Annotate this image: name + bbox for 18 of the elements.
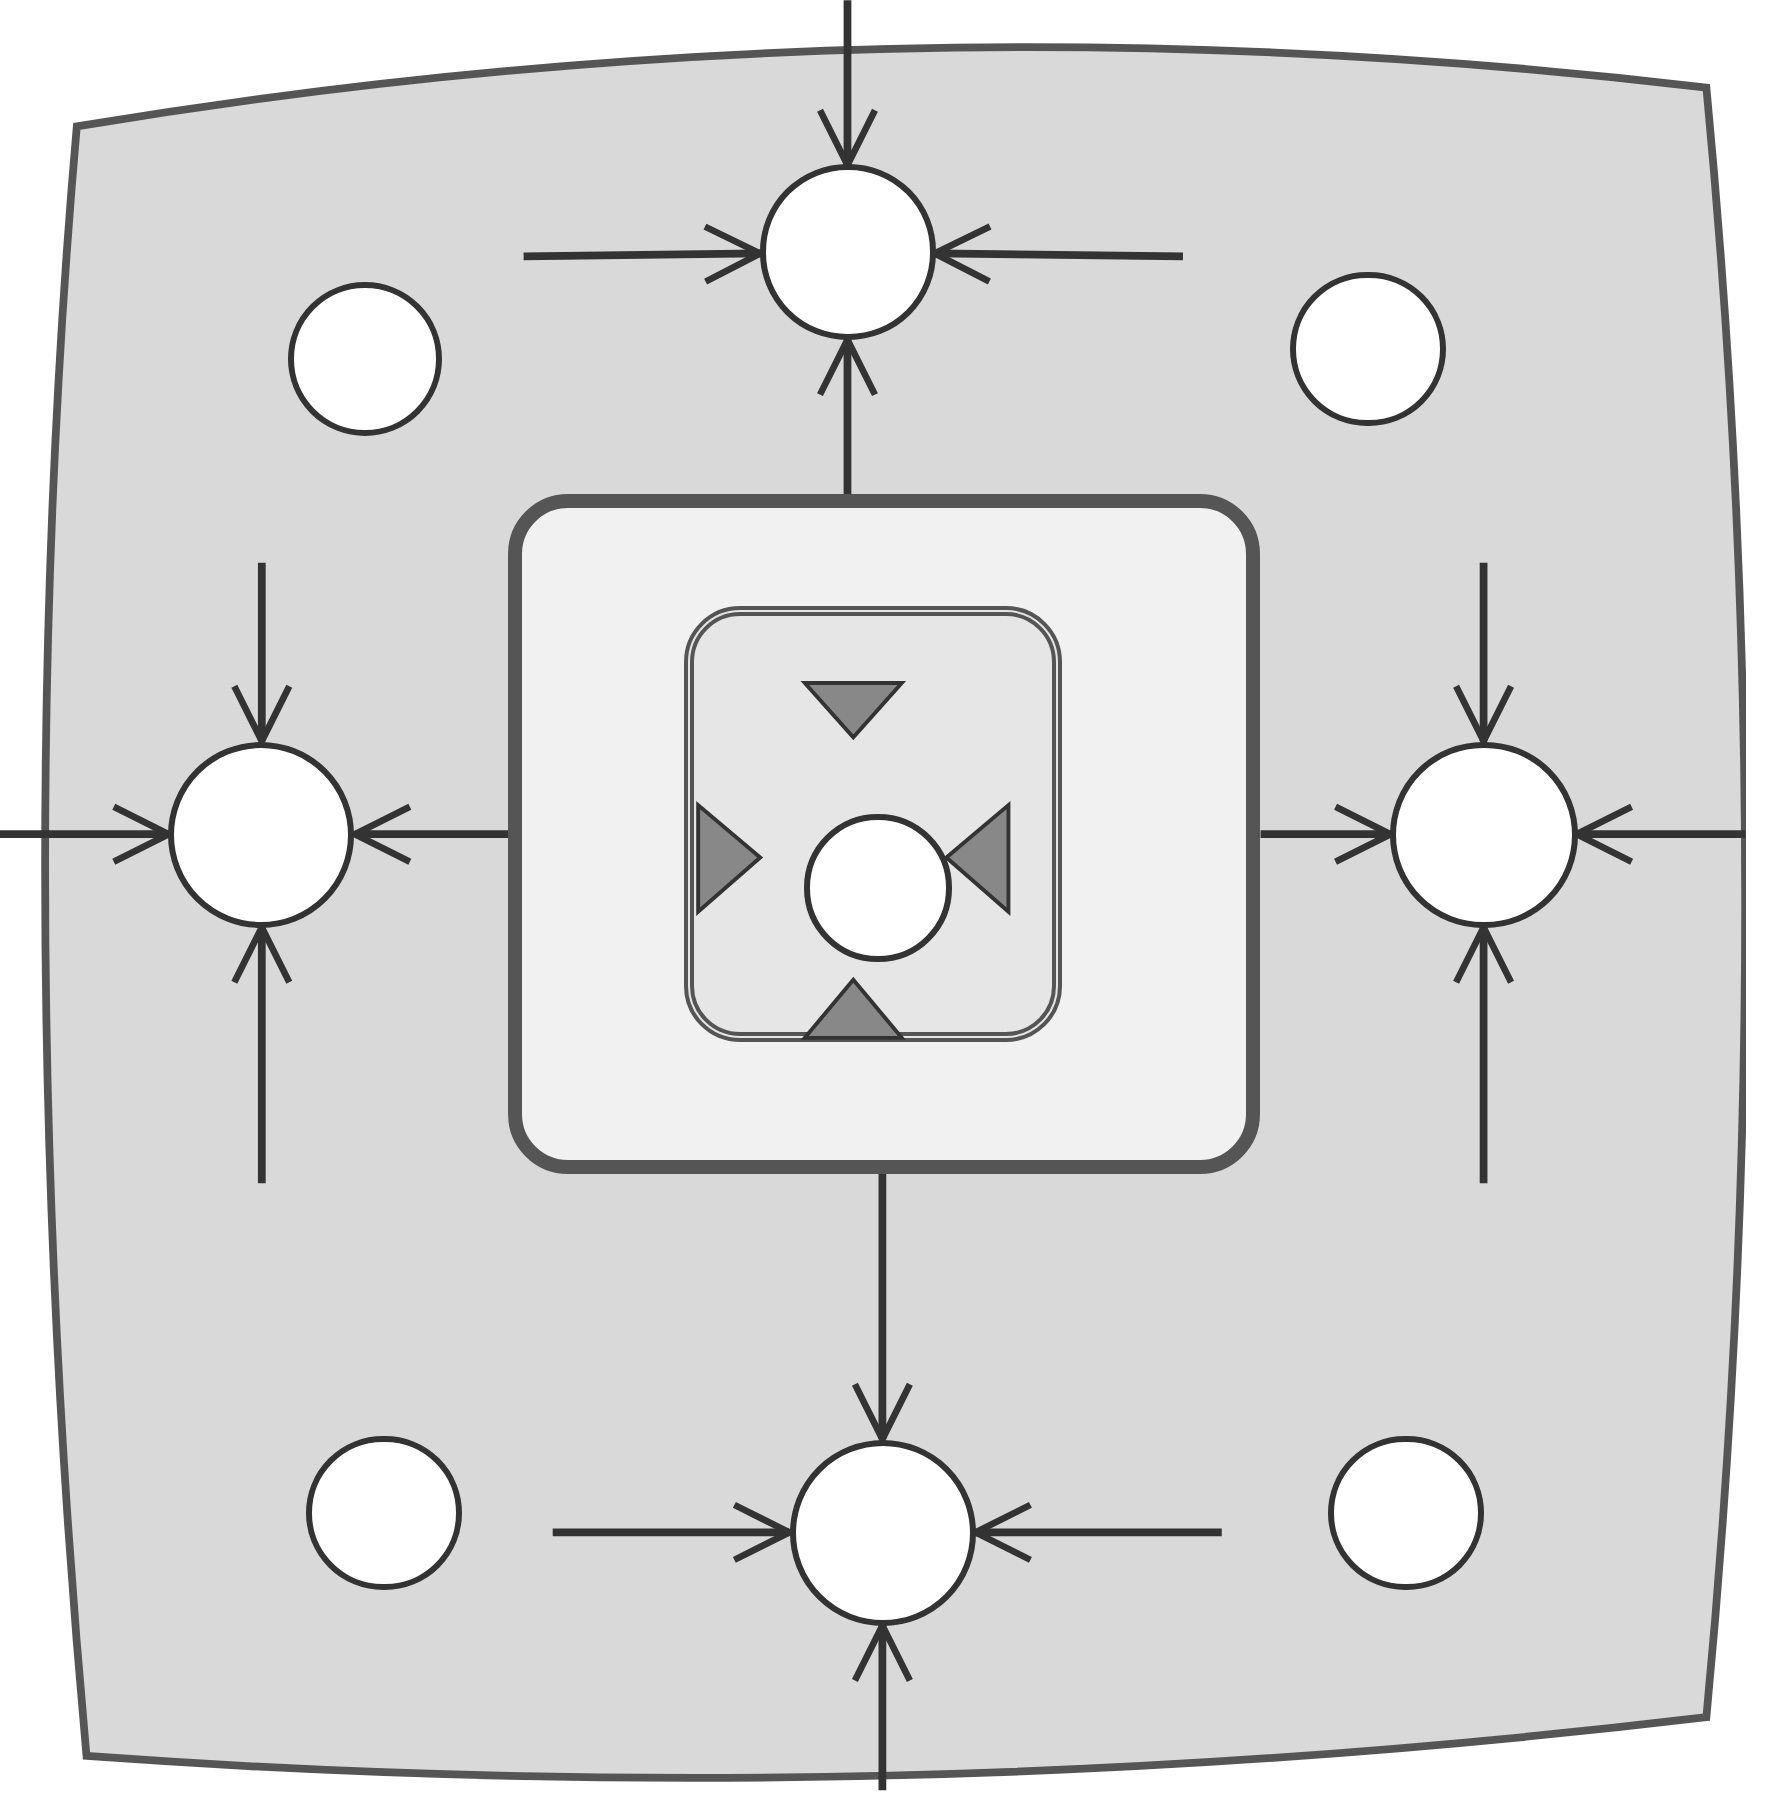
- arrow: [231, 924, 293, 1184]
- arrow: [972, 1501, 1222, 1564]
- arrow: [816, 0, 879, 169]
- inner-square: [683, 605, 1062, 1043]
- arrow: [1260, 803, 1394, 865]
- arrow: [1452, 924, 1515, 1184]
- arrow: [0, 803, 172, 865]
- frame-box: [508, 494, 1261, 1174]
- arrow: [851, 1173, 914, 1443]
- arrow: [931, 223, 1184, 285]
- arrow: [1452, 562, 1515, 745]
- arrow: [351, 803, 509, 865]
- arrow: [851, 1622, 914, 1791]
- arrow: [552, 1501, 793, 1564]
- arrow: [231, 562, 293, 745]
- arrow: [1573, 803, 1746, 865]
- arrow: [816, 336, 879, 495]
- arrow: [523, 223, 764, 285]
